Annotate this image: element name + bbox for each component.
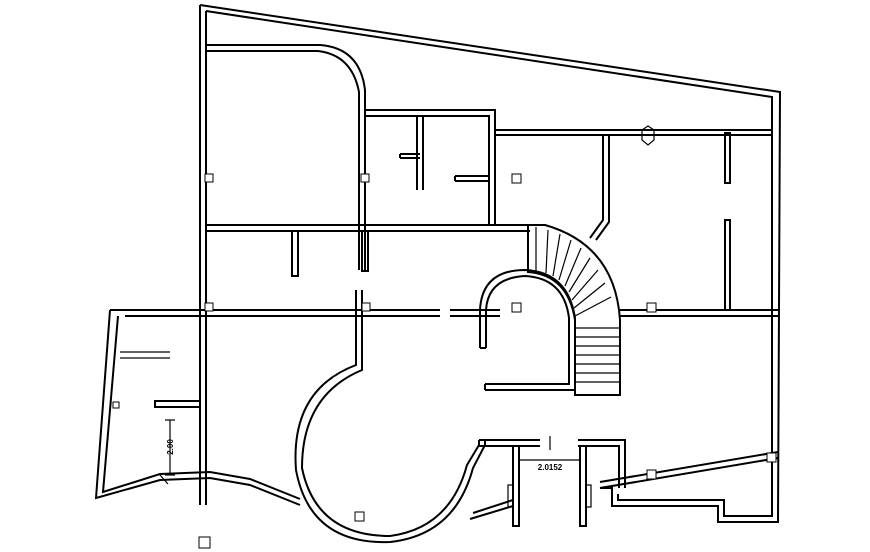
top-left-room xyxy=(206,44,366,270)
staircase xyxy=(527,224,621,396)
right-upper-room xyxy=(495,125,772,311)
left-wing xyxy=(94,309,301,506)
slanted-lower-walls xyxy=(469,451,779,520)
wall-mid-lower xyxy=(125,309,778,317)
curved-bay-wall xyxy=(294,290,486,544)
dimension-label-horizontal: 2.0152 xyxy=(538,463,563,472)
dimension-label-vertical: 2.00 xyxy=(166,439,175,455)
column-markers xyxy=(112,173,777,549)
lower-openings xyxy=(479,436,626,527)
arch-wall xyxy=(479,268,576,391)
wall-mid-upper xyxy=(206,224,530,277)
outer-boundary xyxy=(199,4,782,523)
bath-rooms xyxy=(365,109,496,225)
